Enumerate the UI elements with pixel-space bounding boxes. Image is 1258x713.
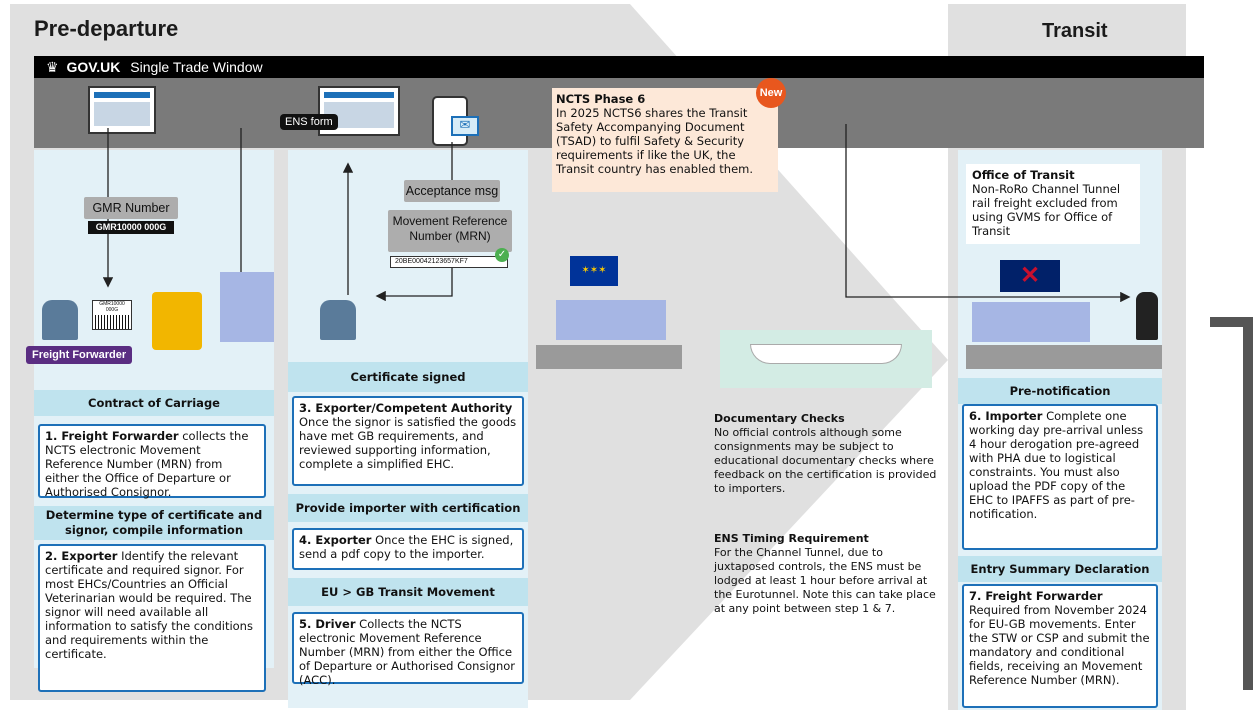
- stw-bar: ♛ GOV.UK Single Trade Window: [34, 56, 1204, 78]
- govuk-brand: GOV.UK: [66, 59, 121, 75]
- ncts-box: NCTS Phase 6 In 2025 NCTS6 shares the Tr…: [552, 88, 778, 192]
- forklift-icon: [152, 292, 202, 350]
- office-of-transit-title: Office of Transit: [972, 168, 1075, 182]
- band-eu-gb: EU > GB Transit Movement: [288, 578, 528, 606]
- worker-icon-2: [320, 300, 356, 340]
- office-of-transit-body: Non-RoRo Channel Tunnel rail freight exc…: [972, 182, 1121, 238]
- ens-timing: ENS Timing Requirement For the Channel T…: [714, 532, 944, 616]
- step-6-actor: 6. Importer: [969, 409, 1043, 423]
- step-7-actor: 7. Freight Forwarder: [969, 589, 1103, 603]
- mrn-label: Movement Reference Number (MRN): [388, 210, 512, 252]
- doc-checks-title: Documentary Checks: [714, 412, 845, 425]
- lorry-icon-1: [556, 300, 666, 340]
- acceptance-msg-label: Acceptance msg: [404, 180, 500, 202]
- step-5-box: 5. Driver Collects the NCTS electronic M…: [292, 612, 524, 687]
- step-2-actor: 2. Exporter: [45, 549, 118, 563]
- freight-forwarder-badge: Freight Forwarder: [26, 346, 133, 364]
- ens-form-label: ENS form: [280, 114, 338, 130]
- gmr-code: GMR10000 000G: [88, 221, 174, 234]
- eu-flag-icon: ✶✶✶: [570, 256, 618, 286]
- step-1-box: 1. Freight Forwarder collects the NCTS e…: [38, 424, 266, 499]
- trailer-icon-1: [220, 272, 274, 342]
- doc-checks: Documentary Checks No official controls …: [714, 412, 944, 496]
- step-4-text: Once the EHC is signed, send a pdf copy …: [299, 533, 514, 561]
- ncts-body: In 2025 NCTS6 shares the Transit Safety …: [556, 106, 754, 176]
- ens-timing-title: ENS Timing Requirement: [714, 532, 869, 545]
- barcode-text: GMR10000 000G: [99, 301, 125, 313]
- step-4-box: 4. Exporter Once the EHC is signed, send…: [292, 528, 524, 570]
- worker-icon-1: [42, 300, 78, 340]
- predeparture-header: Pre-departure: [34, 16, 179, 41]
- mrn-code: 20BE00042123657KF7: [390, 256, 508, 268]
- step-5-text: Collects the NCTS electronic Movement Re…: [299, 617, 515, 687]
- ens-timing-body: For the Channel Tunnel, due to juxtapose…: [714, 546, 936, 615]
- step-2-text: Identify the relevant certificate and re…: [45, 549, 253, 661]
- band-ens: Entry Summary Declaration (ENS): [958, 556, 1162, 602]
- step-3-text: Once the signor is satisfied the goods h…: [299, 415, 517, 471]
- band-determine: Determine type of certificate and signor…: [34, 506, 274, 540]
- doc-checks-body: No official controls although some consi…: [714, 426, 937, 495]
- stw-title: Single Trade Window: [130, 59, 263, 75]
- step-1-actor: 1. Freight Forwarder: [45, 429, 179, 443]
- step-2-box: 2. Exporter Identify the relevant certif…: [38, 544, 266, 692]
- gmr-number-label: GMR Number: [84, 197, 178, 219]
- band-prenotification: Pre-notification: [958, 378, 1162, 404]
- band-provide: Provide importer with certification: [288, 494, 528, 522]
- road-2: [966, 345, 1162, 369]
- step-3-box: 3. Exporter/Competent Authority Once the…: [292, 396, 524, 486]
- step-7-box: 7. Freight Forwarder Required from Novem…: [962, 584, 1158, 708]
- envelope-icon: ✉: [451, 116, 479, 136]
- lorry-icon-2: [972, 302, 1090, 342]
- office-of-transit-box: Office of Transit Non-RoRo Channel Tunne…: [966, 164, 1140, 244]
- screen-icon-1: [88, 86, 156, 134]
- uk-flag-icon: ✕: [1000, 260, 1060, 292]
- transit-header: Transit: [1042, 20, 1108, 42]
- barcode-icon: GMR10000 000G: [92, 300, 132, 330]
- ferry-scene: [720, 330, 932, 388]
- step-7-text: Required from November 2024 for EU-GB mo…: [969, 603, 1150, 687]
- step-6-box: 6. Importer Complete one working day pre…: [962, 404, 1158, 550]
- band-cert-signed: Certificate signed: [288, 362, 528, 392]
- road-1: [536, 345, 682, 369]
- new-badge: New: [756, 78, 786, 108]
- step-1-text: collects the NCTS electronic Movement Re…: [45, 429, 249, 499]
- ncts-title: NCTS Phase 6: [556, 92, 646, 106]
- crown-icon: ♛: [46, 59, 59, 75]
- band-contract: Contract of Carriage: [34, 390, 274, 416]
- step-4-actor: 4. Exporter: [299, 533, 372, 547]
- ferry-icon: [750, 344, 902, 364]
- check-icon: ✓: [495, 248, 509, 262]
- officer-icon: [1136, 292, 1158, 340]
- step-5-actor: 5. Driver: [299, 617, 356, 631]
- step-3-actor: 3. Exporter/Competent Authority: [299, 401, 513, 415]
- step-6-text: Complete one working day pre-arrival unl…: [969, 409, 1144, 521]
